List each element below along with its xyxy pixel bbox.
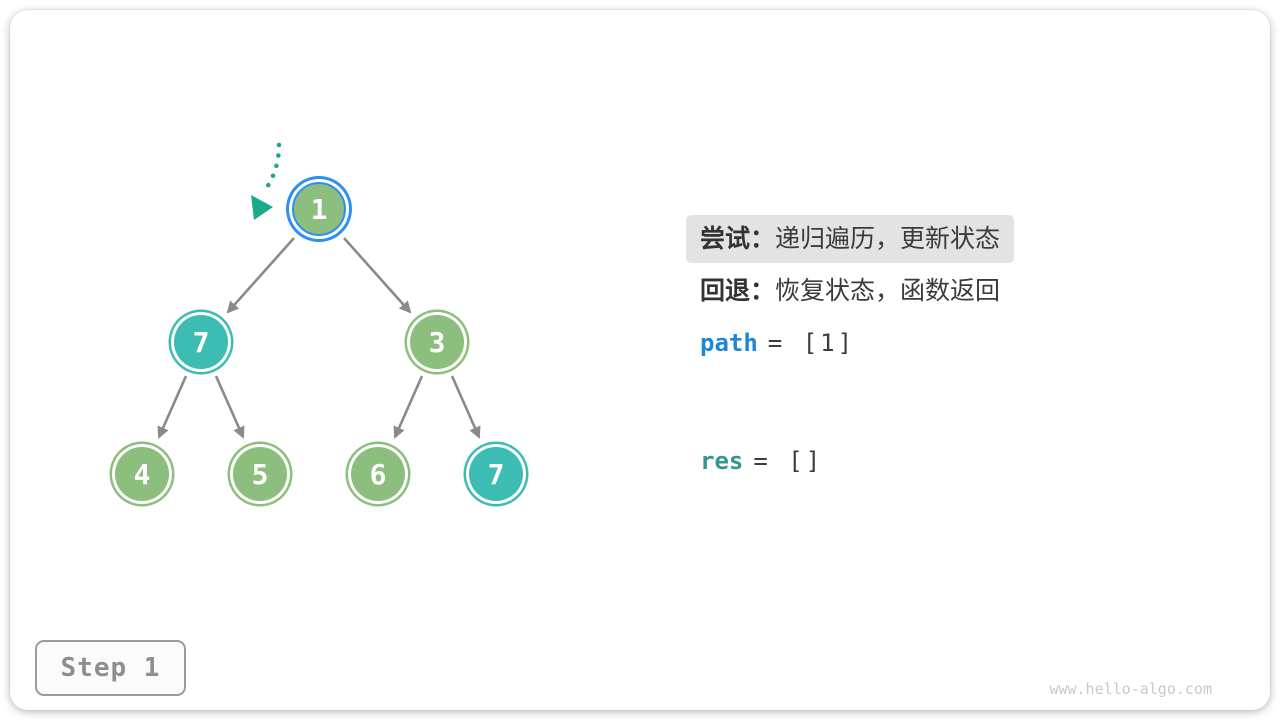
path-variable-name: path — [700, 329, 758, 357]
res-variable-name: res — [700, 447, 744, 475]
try-annotation: 尝试：递归遍历，更新状态 — [686, 215, 1015, 263]
tree-node-3: 3 — [410, 315, 464, 369]
node-value: 7 — [192, 325, 210, 359]
tree-node-7-left: 7 — [174, 315, 228, 369]
path-variable-value: = [1] — [767, 329, 856, 357]
tree-node-6: 6 — [351, 447, 405, 501]
watermark: www.hello-algo.com — [1049, 680, 1212, 698]
try-text: 递归遍历，更新状态 — [775, 225, 1001, 253]
edge-1-7 — [226, 237, 295, 314]
back-text: 恢复状态，函数返回 — [775, 277, 1001, 305]
tree-node-7-right: 7 — [469, 447, 523, 501]
try-label: 尝试： — [700, 225, 776, 253]
tree-edges — [157, 237, 481, 439]
node-value: 7 — [487, 457, 505, 491]
tree-node-5: 5 — [233, 447, 287, 501]
edge-7-5 — [214, 375, 245, 439]
edge-3-7 — [450, 375, 481, 439]
visit-pointer-arrow-icon — [251, 142, 282, 220]
tree-node-1-current: 1 — [292, 182, 346, 236]
res-variable-value: = [] — [753, 447, 824, 475]
res-variable-line: res = [] — [700, 444, 823, 478]
edge-7-4 — [157, 375, 188, 439]
node-value: 3 — [428, 325, 446, 359]
node-value: 4 — [133, 457, 151, 491]
step-label: Step 1 — [60, 653, 161, 683]
path-variable-line: path = [1] — [700, 326, 855, 360]
tree-node-4: 4 — [115, 447, 169, 501]
edge-3-6 — [393, 375, 424, 439]
back-annotation: 回退：恢复状态，函数返回 — [700, 267, 1000, 315]
edge-1-3 — [343, 237, 412, 314]
node-value: 5 — [251, 457, 269, 491]
step-badge: Step 1 — [35, 640, 186, 696]
node-value: 1 — [310, 192, 328, 226]
back-label: 回退： — [700, 277, 776, 305]
node-value: 6 — [369, 457, 387, 491]
